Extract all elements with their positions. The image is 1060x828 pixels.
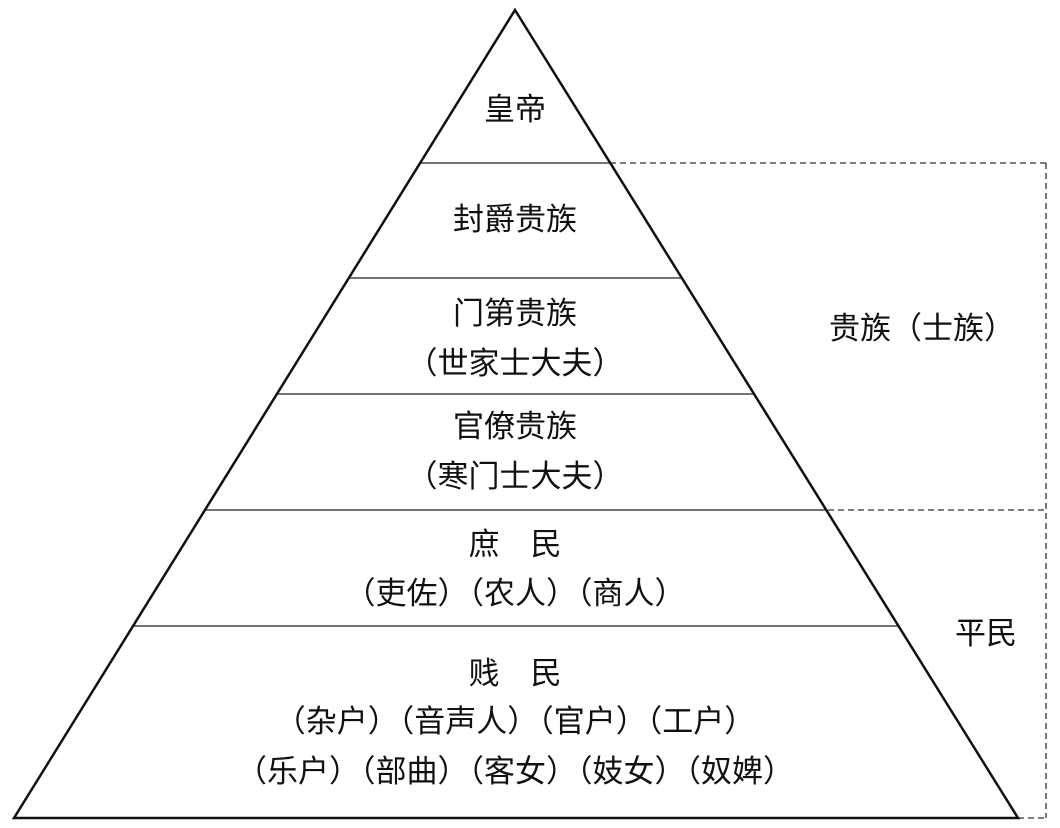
tier-3-title: 门第贵族 [453, 296, 577, 332]
tier-2-title: 封爵贵族 [453, 202, 577, 238]
tier-4-title: 官僚贵族 [453, 409, 577, 445]
tier-6-title: 贱 民 [469, 656, 562, 692]
tier-2: 封爵贵族 [453, 202, 577, 238]
pyramid-outline [11, 7, 1021, 820]
tier-3: 门第贵族 （世家士大夫） [407, 296, 624, 382]
tier-5: 庶 民 （吏佐）（农人）（商人） [345, 527, 686, 612]
group-brackets [610, 162, 1047, 819]
tier-4: 官僚贵族 （寒门士大夫） [407, 409, 624, 495]
group-label-nobility: 贵族（士族） [829, 311, 1015, 347]
tier-5-subtitle: （吏佐）（农人）（商人） [345, 576, 686, 612]
tier-1: 皇帝 [484, 92, 546, 128]
tier-1-title: 皇帝 [484, 92, 546, 128]
group-label-commoners: 平民 [955, 616, 1017, 652]
tier-6: 贱 民 （杂户）（音声人）（官户）（工户） （乐户）（部曲）（客女）（妓女）（奴… [236, 656, 794, 790]
tier-6-subtitle-2: （乐户）（部曲）（客女）（妓女）（奴婢） [236, 754, 794, 790]
tier-6-subtitle-1: （杂户）（音声人）（官户）（工户） [275, 704, 756, 740]
tier-5-title: 庶 民 [469, 527, 562, 563]
tier-3-subtitle: （世家士大夫） [407, 346, 624, 382]
tier-4-subtitle: （寒门士大夫） [407, 459, 624, 495]
tier-dividers [133, 162, 898, 627]
